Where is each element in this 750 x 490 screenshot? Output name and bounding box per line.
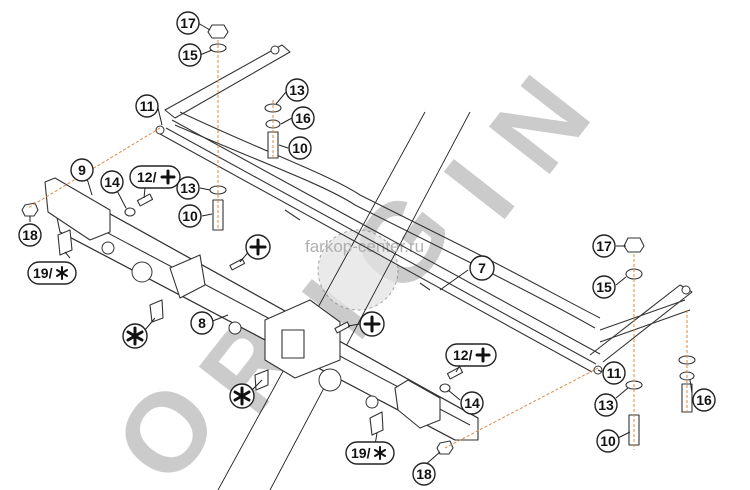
- callout-10b: 10: [178, 204, 202, 228]
- svg-text:12/: 12/: [137, 169, 157, 185]
- watermark-letter-n: N: [465, 54, 613, 195]
- rail-hole-left: [155, 125, 165, 135]
- svg-text:17: 17: [596, 238, 612, 254]
- callout-17a: 17: [176, 11, 200, 35]
- callout-15b: 15: [592, 275, 616, 299]
- callout-15a: 15: [178, 43, 202, 67]
- guide-line-2: [269, 111, 471, 490]
- svg-text:8: 8: [198, 315, 206, 331]
- bracket-d: [369, 411, 384, 436]
- callout-17b: 17: [592, 234, 616, 258]
- svg-text:15: 15: [596, 279, 612, 295]
- svg-text:13: 13: [180, 180, 196, 196]
- callout-12-plus-b: 12/: [445, 343, 497, 367]
- svg-text:13: 13: [598, 397, 614, 413]
- svg-text:18: 18: [416, 466, 432, 482]
- callout-leaders: [29, 22, 693, 467]
- rail-hole-rtop: [681, 285, 691, 295]
- callout-18b: 18: [412, 462, 436, 486]
- asterisk-symbol-a: [56, 266, 68, 280]
- asterisk-symbol-b: [374, 446, 386, 460]
- svg-text:16: 16: [295, 110, 311, 126]
- nut-17b: [623, 237, 645, 253]
- callout-8: 8: [190, 311, 214, 335]
- svg-text:14: 14: [464, 395, 480, 411]
- crossbar-hole-1: [101, 241, 115, 255]
- callout-13b: 13: [176, 176, 200, 200]
- svg-text:19/: 19/: [33, 265, 53, 281]
- svg-text:13: 13: [289, 82, 305, 98]
- callout-plus-a: [245, 234, 271, 260]
- bracket-b: [149, 299, 164, 323]
- bolt-plus-a: [229, 258, 246, 271]
- svg-text:10: 10: [182, 208, 198, 224]
- center-mount-block: [281, 329, 305, 359]
- svg-text:10: 10: [600, 433, 616, 449]
- callout-18a: 18: [18, 223, 42, 247]
- crossbar: [44, 177, 479, 441]
- washer-14a: [124, 207, 136, 217]
- svg-text:11: 11: [140, 98, 155, 114]
- crossbar-hole-5: [365, 395, 379, 409]
- callout-asterisk-a: [122, 323, 148, 349]
- callout-11b: 11: [602, 361, 626, 385]
- svg-text:16: 16: [696, 392, 712, 408]
- svg-text:9: 9: [78, 162, 86, 178]
- svg-text:15: 15: [182, 47, 198, 63]
- callout-14b: 14: [460, 391, 484, 415]
- side-plate-right: [394, 379, 441, 429]
- detail-bubble: [317, 229, 399, 311]
- frame-rails: [155, 44, 693, 375]
- bolt-plus-b: [334, 321, 351, 334]
- callout-10c: 10: [596, 429, 620, 453]
- nut-18a: [21, 202, 39, 217]
- callout-16a: 16: [291, 106, 315, 130]
- svg-text:17: 17: [180, 15, 196, 31]
- side-plate-left: [44, 177, 111, 241]
- assembly-leaders: [27, 40, 688, 450]
- nut-17a: [207, 24, 229, 39]
- callout-14a: 14: [100, 170, 124, 194]
- callout-19-asterisk-a: 19/: [27, 261, 77, 285]
- crossbar-hole-4: [318, 368, 342, 392]
- rail-hole-top: [270, 45, 280, 55]
- callout-19-asterisk-b: 19/: [345, 441, 395, 465]
- bolt-12b: [446, 366, 464, 380]
- bracket-e: [57, 229, 73, 256]
- washer-14b: [439, 383, 451, 393]
- callout-plus-b: [359, 311, 385, 337]
- svg-text:7: 7: [478, 260, 486, 276]
- crossbar-hole-3: [228, 321, 242, 335]
- callout-16b: 16: [692, 388, 716, 412]
- bracket-a: [169, 254, 206, 299]
- callout-12-plus-a: 12/: [129, 165, 181, 189]
- svg-text:10: 10: [292, 140, 308, 156]
- svg-text:14: 14: [104, 174, 120, 190]
- crossbar-hole-2: [131, 261, 153, 283]
- svg-text:12/: 12/: [453, 347, 473, 363]
- bolt-12a: [136, 193, 154, 207]
- callout-asterisk-b: [229, 383, 255, 409]
- callout-13c: 13: [594, 393, 618, 417]
- callout-10a: 10: [288, 136, 312, 160]
- callout-11a: 11: [135, 94, 159, 118]
- callout-9: 9: [70, 158, 94, 182]
- callout-13a: 13: [285, 78, 309, 102]
- guide-line-1: [217, 111, 426, 490]
- svg-text:19/: 19/: [351, 445, 371, 461]
- callout-7: 7: [469, 255, 495, 281]
- svg-text:11: 11: [607, 365, 622, 381]
- svg-text:18: 18: [22, 227, 38, 243]
